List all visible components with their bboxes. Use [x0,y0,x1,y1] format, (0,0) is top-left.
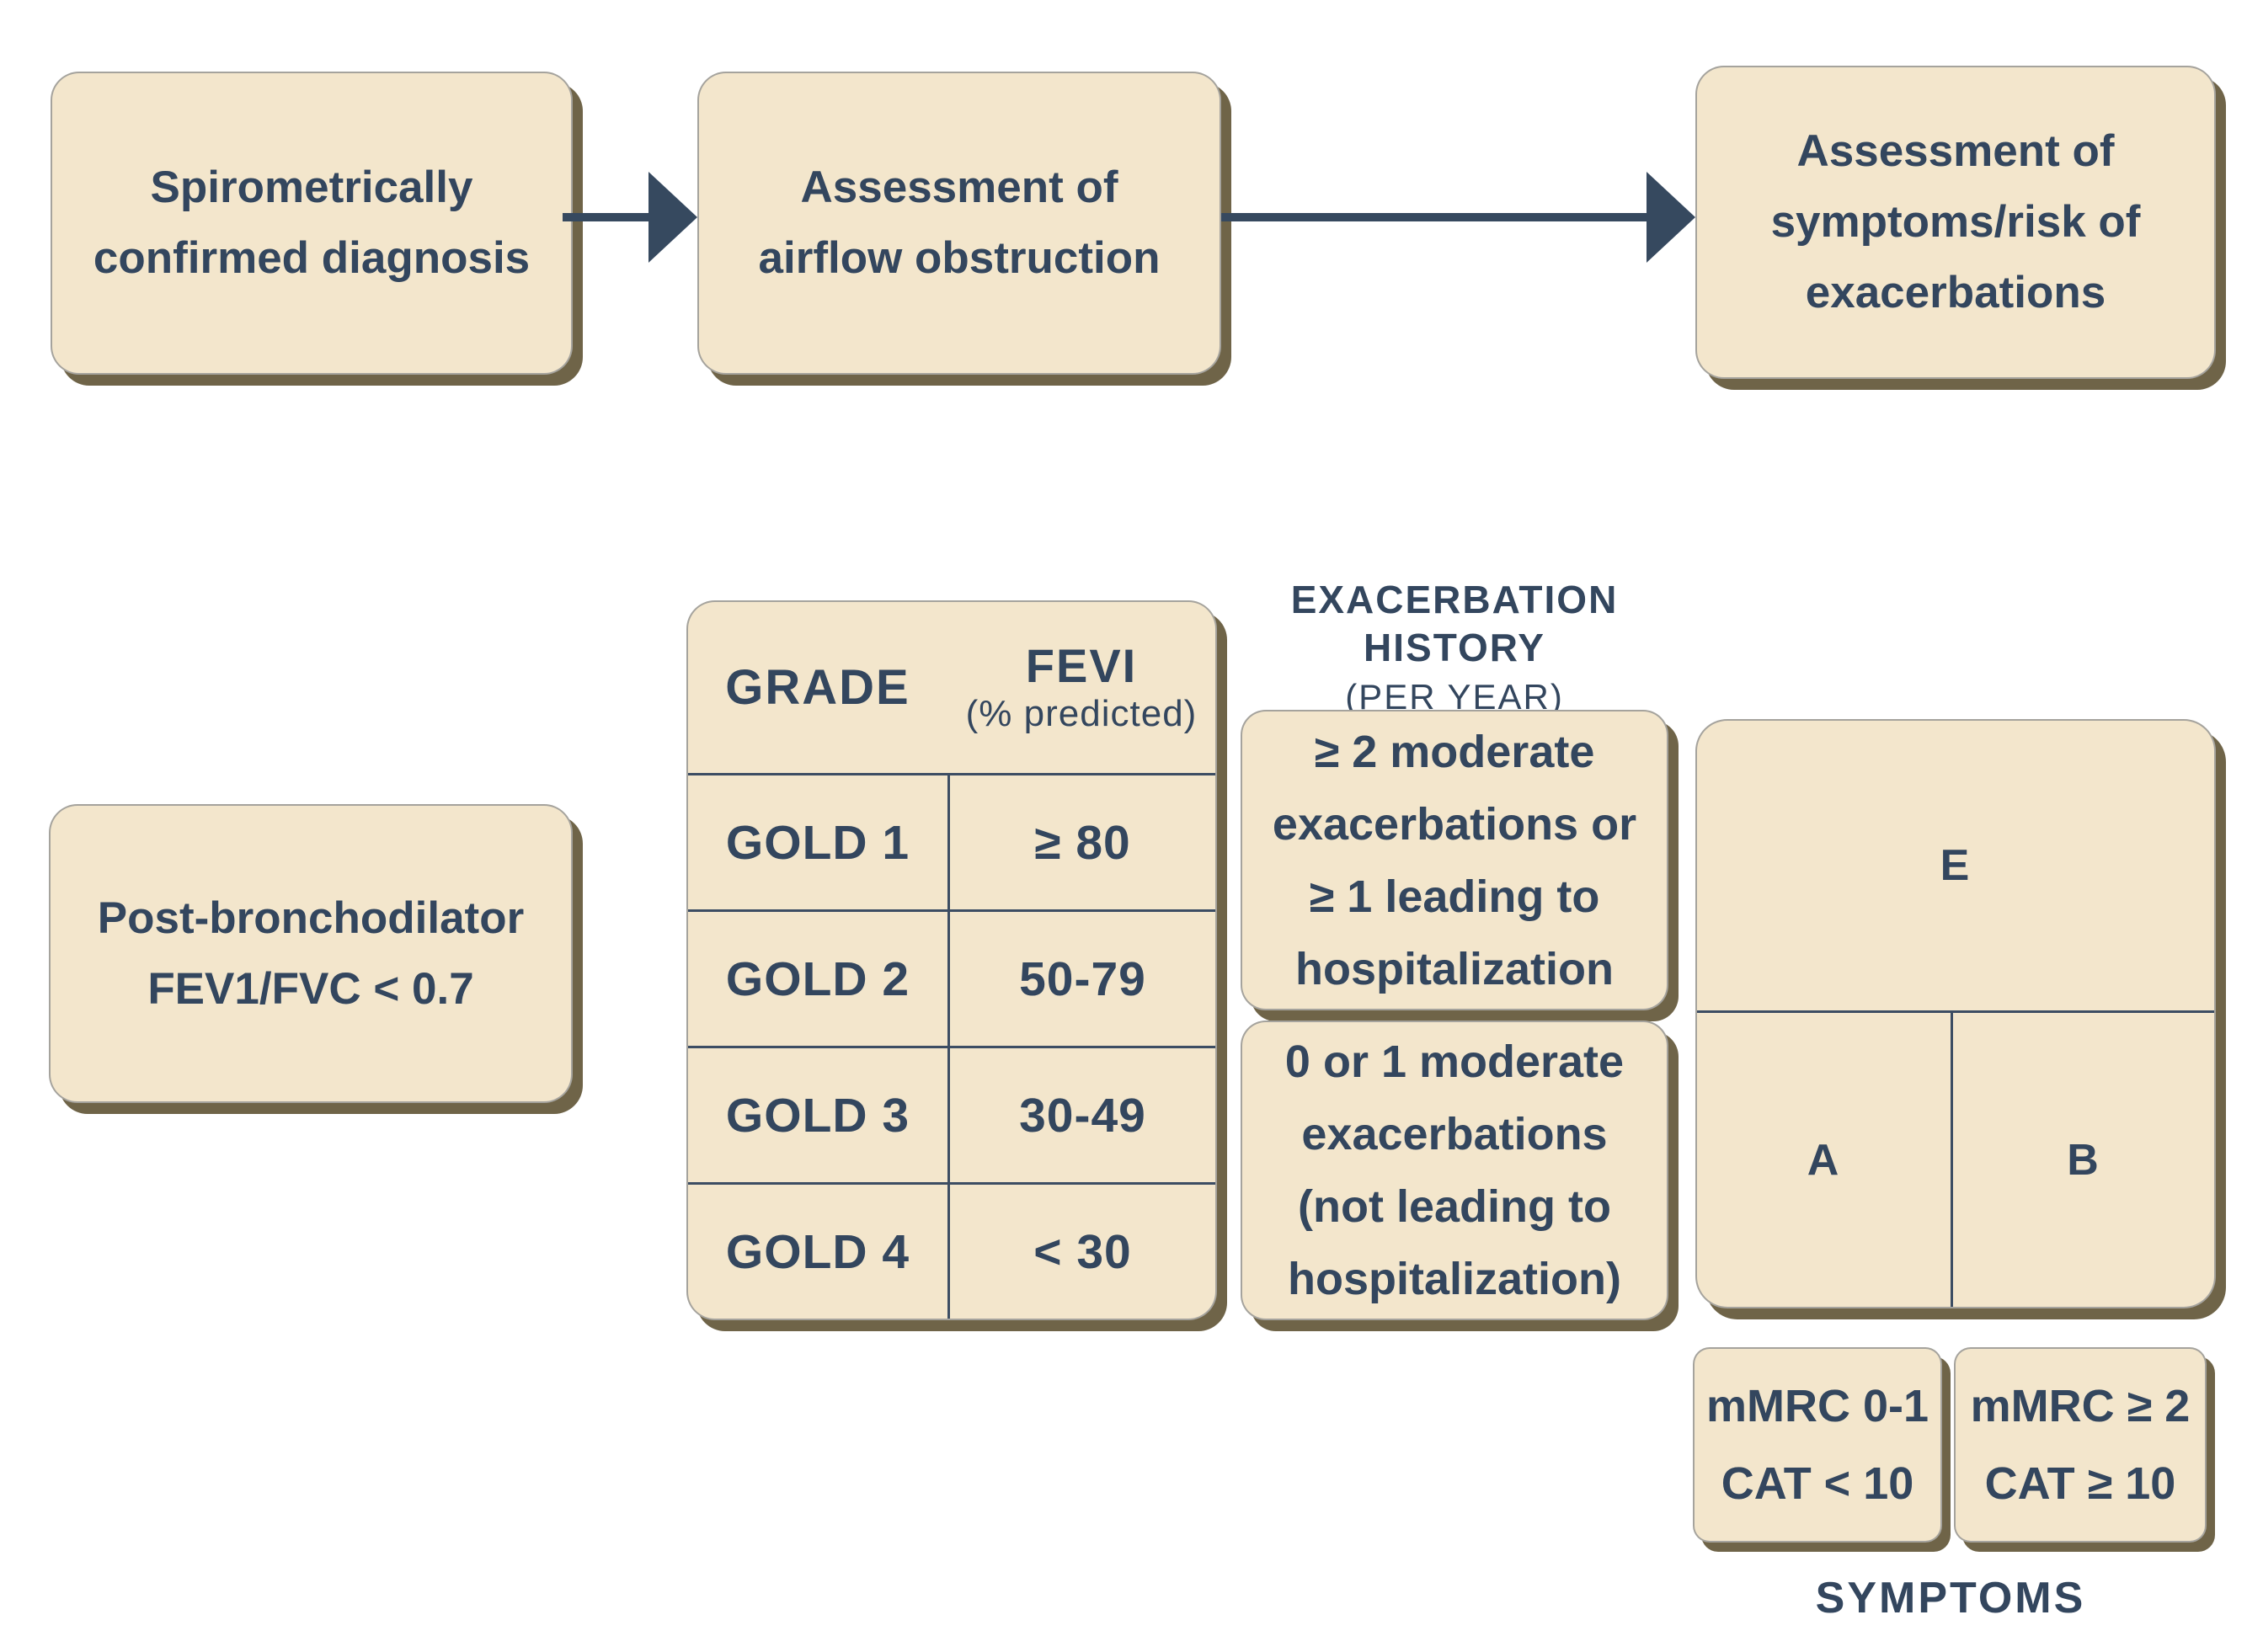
symptoms-low-label: mMRC 0-1 CAT < 10 [1705,1381,1929,1509]
exacerbation-heading-line1: EXACERBATION [1290,578,1619,621]
gold4-value: < 30 [1033,1224,1132,1279]
group-a-label: A [1807,1135,1841,1185]
post-bronchodilator-label: Post-bronchodilator FEV1/FVC < 0.7 [97,893,525,1014]
flow-box-airflow-obstruction-label: Assessment of airflow obstruction [758,163,1161,283]
table-row-gold4-grade: GOLD 4 [688,1182,947,1319]
fev-column-header-label: FEVI [1025,638,1138,692]
gold1-value: ≥ 80 [1034,815,1131,870]
flow-box-airflow-obstruction: Assessment of airflow obstruction [697,72,1221,375]
flow-box-symptoms-risk: Assessment of symptoms/risk of exacerbat… [1695,66,2216,379]
table-row-gold3-value: 30-49 [947,1046,1215,1182]
post-bronchodilator-box: Post-bronchodilator FEV1/FVC < 0.7 [49,804,573,1103]
flow-box-spirometric-diagnosis-label: Spirometrically confirmed diagnosis [93,163,531,283]
gold2-value: 50-79 [1019,951,1146,1006]
fev-column-header-subtitle: (% predicted) [965,692,1198,734]
gold-grade-table: GRADE FEVI (% predicted) GOLD 1 ≥ 80 GOL… [686,600,1217,1320]
gold-group-grid: E A B [1695,719,2216,1308]
gold3-value: 30-49 [1019,1088,1146,1143]
grade-column-header-label: GRADE [725,660,910,715]
gold4-label: GOLD 4 [725,1224,910,1279]
symptoms-axis-label: SYMPTOMS [1815,1574,2086,1623]
table-row-gold3-grade: GOLD 3 [688,1046,947,1182]
exacerbation-low-risk-label: 0 or 1 moderate exacerbations (not leadi… [1284,1036,1625,1304]
group-b-cell: B [1951,1010,2214,1307]
table-row-gold1-value: ≥ 80 [947,773,1215,909]
table-row-gold4-value: < 30 [947,1182,1215,1319]
table-row-gold1-grade: GOLD 1 [688,773,947,909]
arrow-right-icon [1221,213,1648,221]
exacerbation-heading-line2: HISTORY [1364,626,1545,669]
group-e-label: E [1940,841,1972,890]
symptoms-low-box: mMRC 0-1 CAT < 10 [1693,1347,1942,1543]
group-a-cell: A [1697,1010,1951,1307]
flow-box-symptoms-risk-label: Assessment of symptoms/risk of exacerbat… [1770,126,2141,317]
symptoms-high-box: mMRC ≥ 2 CAT ≥ 10 [1954,1347,2207,1543]
group-e-cell: E [1697,721,2214,1010]
gold3-label: GOLD 3 [725,1088,910,1143]
arrow-right-icon [648,172,697,263]
exacerbation-low-risk-box: 0 or 1 moderate exacerbations (not leadi… [1241,1021,1668,1320]
flow-box-spirometric-diagnosis: Spirometrically confirmed diagnosis [51,72,573,375]
group-b-label: B [2067,1135,2100,1185]
arrow-right-icon [1647,172,1695,263]
exacerbation-high-risk-label: ≥ 2 moderate exacerbations or ≥ 1 leadin… [1272,726,1637,994]
gold1-label: GOLD 1 [725,815,910,870]
fev-column-header: FEVI (% predicted) [947,602,1215,773]
exacerbation-history-heading: EXACERBATION HISTORY (PER YEAR) [1231,576,1678,719]
gold2-label: GOLD 2 [725,951,910,1006]
arrow-right-icon [563,213,650,221]
table-row-gold2-grade: GOLD 2 [688,909,947,1046]
grade-column-header: GRADE [688,602,947,773]
table-row-gold2-value: 50-79 [947,909,1215,1046]
symptoms-high-label: mMRC ≥ 2 CAT ≥ 10 [1970,1381,2191,1509]
exacerbation-high-risk-box: ≥ 2 moderate exacerbations or ≥ 1 leadin… [1241,710,1668,1010]
